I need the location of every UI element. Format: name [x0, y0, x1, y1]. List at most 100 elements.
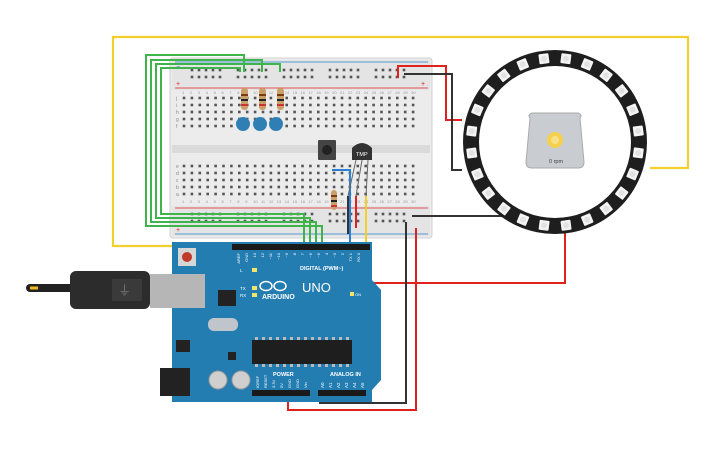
column-number: 15	[293, 90, 298, 95]
analog-pin-label: A2	[336, 382, 341, 388]
power-jack	[160, 368, 190, 396]
row-letter: d	[176, 171, 179, 177]
resistor-4[interactable]	[331, 190, 337, 210]
arduino-logo-text: ARDUINO	[262, 294, 295, 301]
column-number: 7	[229, 199, 232, 204]
column-number: 23	[356, 90, 361, 95]
analog-header-label: ANALOG IN	[330, 372, 361, 378]
column-number: 7	[229, 90, 232, 95]
row-letter: f	[176, 124, 178, 130]
column-number: 21	[340, 90, 345, 95]
wire-yellow-ring-data[interactable]	[111, 35, 690, 248]
column-number: 30	[411, 90, 416, 95]
wire-green-led-4[interactable]	[160, 67, 305, 246]
analog-pin-label: A0	[320, 382, 325, 388]
column-number: 3	[198, 90, 201, 95]
column-number: 8	[237, 90, 240, 95]
digital-pin-label: ~11	[268, 252, 273, 259]
ring-pixel	[632, 147, 644, 159]
power-pin-label: GND	[287, 379, 292, 388]
on-label: ON	[355, 292, 361, 297]
digital-pin-label: 8	[292, 252, 297, 255]
column-number: 29	[403, 90, 408, 95]
led-3-bulb	[269, 117, 283, 131]
digital-pin-label: ~10	[276, 252, 281, 260]
ring-pixel	[471, 103, 484, 117]
motor-rpm-readout: 0 rpm	[549, 159, 563, 165]
small-chip	[218, 290, 236, 306]
column-number: 5	[214, 199, 217, 204]
column-number: 2	[190, 90, 193, 95]
digital-pin-label: TX 1	[348, 252, 353, 261]
column-number: 21	[340, 199, 345, 204]
column-number: 17	[308, 90, 313, 95]
column-number: 15	[293, 199, 298, 204]
column-number: 18	[316, 90, 321, 95]
column-number: 11	[261, 199, 266, 204]
column-number: 4	[206, 90, 209, 95]
digital-pin-label: 2	[340, 252, 345, 255]
power-pin-label: GND	[295, 379, 300, 388]
wire-black-top-rail[interactable]	[404, 73, 462, 171]
wire-green-led-2[interactable]	[150, 59, 317, 246]
row-letter: e	[176, 164, 179, 170]
ring-pixel	[626, 103, 639, 117]
column-number: 16	[301, 199, 306, 204]
power-pin-label: 3.3V	[271, 379, 276, 388]
led-2-bulb	[253, 117, 267, 131]
column-number: 17	[308, 199, 313, 204]
arduino-infinity-icon	[259, 280, 287, 292]
ring-pixel	[615, 186, 629, 200]
column-number: 26	[380, 199, 385, 204]
column-number: 14	[285, 199, 290, 204]
capacitor-1	[208, 370, 228, 390]
board-led-label: L	[240, 268, 243, 273]
digital-pin-label: AREF	[236, 252, 241, 263]
column-number: 22	[348, 90, 353, 95]
led-1[interactable]	[236, 88, 250, 131]
wire-green-led-1[interactable]	[145, 54, 323, 246]
column-number: 28	[395, 199, 400, 204]
row-letter: c	[176, 178, 179, 184]
column-number: 2	[190, 199, 193, 204]
column-number: 20	[332, 90, 337, 95]
power-pin-label: 5V	[279, 383, 284, 388]
column-number: 18	[316, 199, 321, 204]
column-number: 29	[403, 199, 408, 204]
row-letter: a	[176, 192, 179, 198]
digital-pin-label: ~5	[316, 252, 321, 257]
column-number: 14	[285, 90, 290, 95]
digital-pin-label: GND	[244, 253, 249, 262]
ring-pixel	[560, 219, 572, 231]
row-letter: h	[176, 110, 179, 116]
column-number: 1	[182, 90, 185, 95]
column-number: 3	[198, 199, 201, 204]
column-number: 13	[277, 199, 282, 204]
power-pin-label: RESET	[263, 374, 268, 388]
column-number: 8	[237, 199, 240, 204]
column-number: 9	[245, 199, 248, 204]
analog-header	[318, 390, 366, 396]
column-number: 12	[269, 199, 274, 204]
digital-pin-label: 13	[252, 252, 257, 257]
analog-pin-label: A4	[352, 382, 357, 388]
led-2[interactable]	[253, 88, 267, 131]
dc-motor[interactable]: 0 rpm	[525, 112, 585, 169]
power-pin-label: Vin	[303, 382, 308, 388]
row-letter: i	[176, 103, 177, 109]
column-number: 12	[269, 90, 274, 95]
push-button[interactable]	[318, 140, 336, 160]
power-header	[252, 390, 310, 396]
wire-green-led-3[interactable]	[155, 63, 311, 246]
rail-plus-label: +	[176, 81, 180, 88]
column-number: 25	[372, 199, 377, 204]
temperature-sensor[interactable]: TMP	[347, 143, 372, 197]
wire-blue-button[interactable]	[332, 169, 351, 246]
led-3[interactable]	[269, 88, 284, 131]
ring-pixel	[580, 213, 594, 226]
digital-header-label: DIGITAL (PWM~)	[300, 266, 344, 272]
ring-pixel	[466, 147, 478, 159]
